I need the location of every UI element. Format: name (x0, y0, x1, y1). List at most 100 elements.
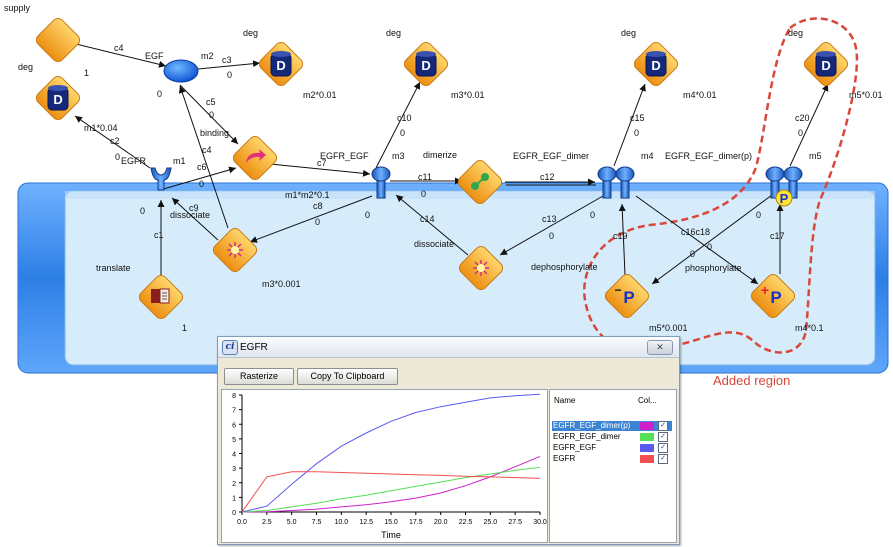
translate-rate-label: 1 (182, 323, 188, 333)
legend-series-name: EGFR_EGF_dimer (553, 432, 621, 441)
x-tick-label: 12.5 (359, 519, 373, 526)
rate-label: m4*0.01 (683, 90, 717, 100)
legend-color-swatch[interactable] (640, 444, 654, 452)
deg-d-letter: D (276, 58, 285, 73)
deg-d-letter: D (421, 58, 430, 73)
legend-visibility-checkbox[interactable]: ✓ (658, 432, 668, 442)
y-tick-label: 0 (232, 510, 236, 517)
p-letter: P (780, 191, 789, 206)
zero-label: 0 (798, 128, 804, 138)
deg-d-letter: D (821, 58, 830, 73)
zero-label: 0 (157, 89, 163, 99)
close-button[interactable]: ✕ (647, 340, 673, 355)
x-tick-label: 22.5 (459, 519, 473, 526)
edge-label-c13: c13 (542, 214, 557, 224)
edge-label-c4: c4 (114, 43, 124, 53)
edge-label-c15: c15 (630, 113, 645, 123)
m2-label: m2 (201, 51, 214, 61)
copy-to-clipboard-button[interactable]: Copy To Clipboard (297, 368, 398, 385)
legend-row[interactable]: EGFR_EGF✓ (552, 443, 672, 453)
legend-series-name: EGFR_EGF_dimer(p) (553, 421, 631, 430)
supply-reaction-node[interactable] (33, 15, 83, 65)
legend-color-swatch[interactable] (640, 455, 654, 463)
edge-label-c16c18: c16c18 (681, 227, 711, 237)
rasterize-button[interactable]: Rasterize (224, 368, 294, 385)
edge-label-c12: c12 (540, 172, 555, 182)
deg-node-egfr[interactable]: D (33, 73, 83, 123)
legend-visibility-checkbox[interactable]: ✓ (658, 421, 668, 431)
dephosphorylate-label: dephosphorylate (531, 262, 598, 272)
legend-color-swatch[interactable] (640, 433, 654, 441)
legend-row[interactable]: EGFR ✓ (552, 454, 672, 464)
legend-visibility-checkbox[interactable]: ✓ (658, 443, 668, 453)
p-letter: P (770, 288, 781, 307)
edge-label-c11: c11 (418, 172, 432, 182)
deg-node-egf[interactable]: D (256, 39, 306, 89)
deg-node-dimer-p[interactable]: D (801, 39, 851, 89)
deg-label: deg (18, 62, 34, 72)
dimerize-label: dimerize (423, 150, 458, 160)
binding-reaction-node[interactable] (230, 133, 280, 183)
translate-reaction-node[interactable] (136, 272, 186, 322)
deg-node-egfr-egf[interactable]: D (401, 39, 451, 89)
x-tick-label: 20.0 (434, 519, 448, 526)
edge-label-c19: c19 (613, 231, 628, 241)
x-tick-label: 2.5 (262, 519, 272, 526)
dissociate-reaction-node-1[interactable] (210, 225, 260, 275)
egf-species[interactable] (163, 59, 199, 83)
added-region-outline (583, 17, 859, 354)
m5-label: m5 (809, 151, 822, 161)
legend-color-swatch[interactable] (640, 422, 654, 430)
zero-label: 0 (227, 70, 233, 80)
series-legend[interactable]: Name Col... EGFR_EGF_dimer(p)✓EGFR_EGF_d… (549, 389, 677, 543)
m4-label: m4 (641, 151, 654, 161)
legend-visibility-checkbox[interactable]: ✓ (658, 454, 668, 464)
window-titlebar[interactable]: ci EGFR ✕ (218, 337, 679, 358)
y-tick-label: 2 (232, 481, 236, 488)
zero-label: 0 (634, 128, 640, 138)
x-tick-label: 15.0 (384, 519, 398, 526)
egfr-egf-label: EGFR_EGF (320, 151, 369, 161)
rate-label: m5*0.001 (649, 323, 688, 333)
legend-series-name: EGFR (553, 454, 576, 463)
egf-label: EGF (145, 51, 164, 61)
y-tick-label: 1 (232, 495, 236, 502)
deg-label: deg (243, 28, 259, 38)
edge-label-c3: c3 (222, 55, 232, 65)
deg-label: deg (621, 28, 637, 38)
deg-node-dimer[interactable]: D (631, 39, 681, 89)
egfr-receptor[interactable] (150, 167, 172, 191)
phosphorylate-reaction-node[interactable]: P + (748, 271, 798, 321)
app-icon: ci (222, 340, 238, 355)
legend-row[interactable]: EGFR_EGF_dimer ✓ (552, 432, 672, 442)
x-tick-label: 17.5 (409, 519, 423, 526)
zero-label: 0 (590, 210, 596, 220)
egfr-egf-dimer-receptor[interactable] (597, 166, 635, 199)
x-tick-label: 30.0 (533, 519, 547, 526)
egfr-plot-window[interactable]: ci EGFR ✕ Rasterize Copy To Clipboard 0.… (217, 336, 680, 545)
m1-label: m1 (173, 156, 186, 166)
dissociate-reaction-node-2[interactable] (456, 243, 506, 293)
series-line (241, 471, 541, 513)
x-tick-label: 5.0 (287, 519, 297, 526)
egfr-egf-receptor[interactable] (371, 166, 391, 199)
binding-label: binding (200, 128, 230, 138)
dimerize-reaction-node[interactable] (455, 157, 505, 207)
deg-label: deg (386, 28, 402, 38)
zero-label: 0 (549, 231, 555, 241)
edge-label-c5: c5 (206, 97, 216, 107)
y-tick-label: 4 (232, 452, 236, 459)
rate-label: m3*0.001 (262, 279, 301, 289)
x-tick-label: 7.5 (312, 519, 322, 526)
legend-header-name: Name (554, 396, 576, 405)
legend-row[interactable]: EGFR_EGF_dimer(p) ✓ (552, 421, 672, 431)
zero-label: 0 (365, 210, 371, 220)
edge-label-c7: c7 (317, 158, 327, 168)
egfr-egf-dimer-p-label: EGFR_EGF_dimer(p) (665, 151, 753, 161)
rate-label: m1*0.04 (84, 123, 118, 133)
dephosphorylate-reaction-node[interactable]: P − (602, 271, 652, 321)
egfr-egf-dimer-p-receptor[interactable]: P (765, 166, 803, 207)
